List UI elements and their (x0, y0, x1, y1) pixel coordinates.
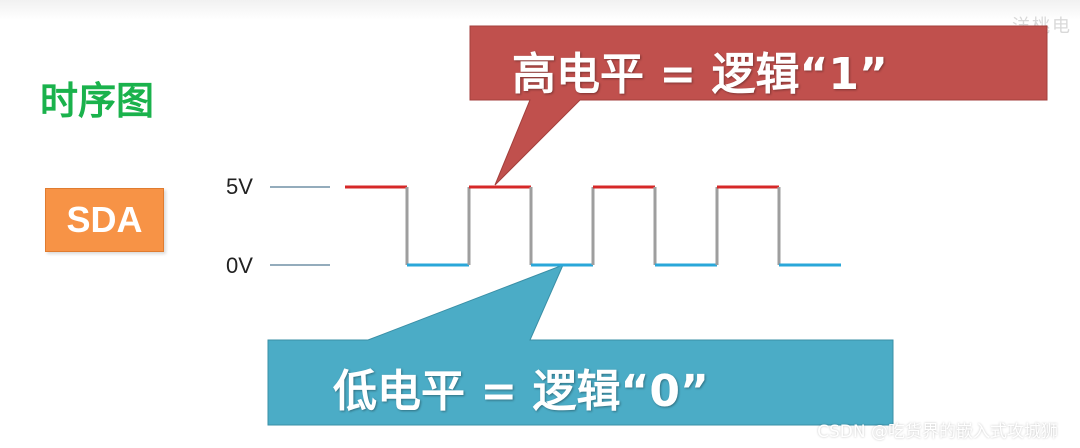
csdn-credit-watermark: CSDN @吃货界的嵌入式攻城狮 (817, 422, 1058, 442)
callout-shapes (267, 25, 1048, 426)
high-level-callout (469, 25, 1048, 186)
high-voltage-label: 5V (226, 174, 253, 199)
high-level-callout-text: 高电平 = 逻辑“1” (512, 49, 888, 100)
sda-label-box: SDA (45, 188, 164, 252)
sda-waveform (345, 185, 841, 267)
sda-label: SDA (66, 199, 143, 240)
low-level-callout-text: 低电平 = 逻辑“0” (333, 366, 709, 417)
low-level-callout (267, 264, 894, 426)
top-band (0, 0, 1080, 20)
page-title: 时序图 (40, 79, 155, 123)
low-voltage-label: 0V (226, 253, 253, 278)
reference-lines (270, 186, 330, 266)
